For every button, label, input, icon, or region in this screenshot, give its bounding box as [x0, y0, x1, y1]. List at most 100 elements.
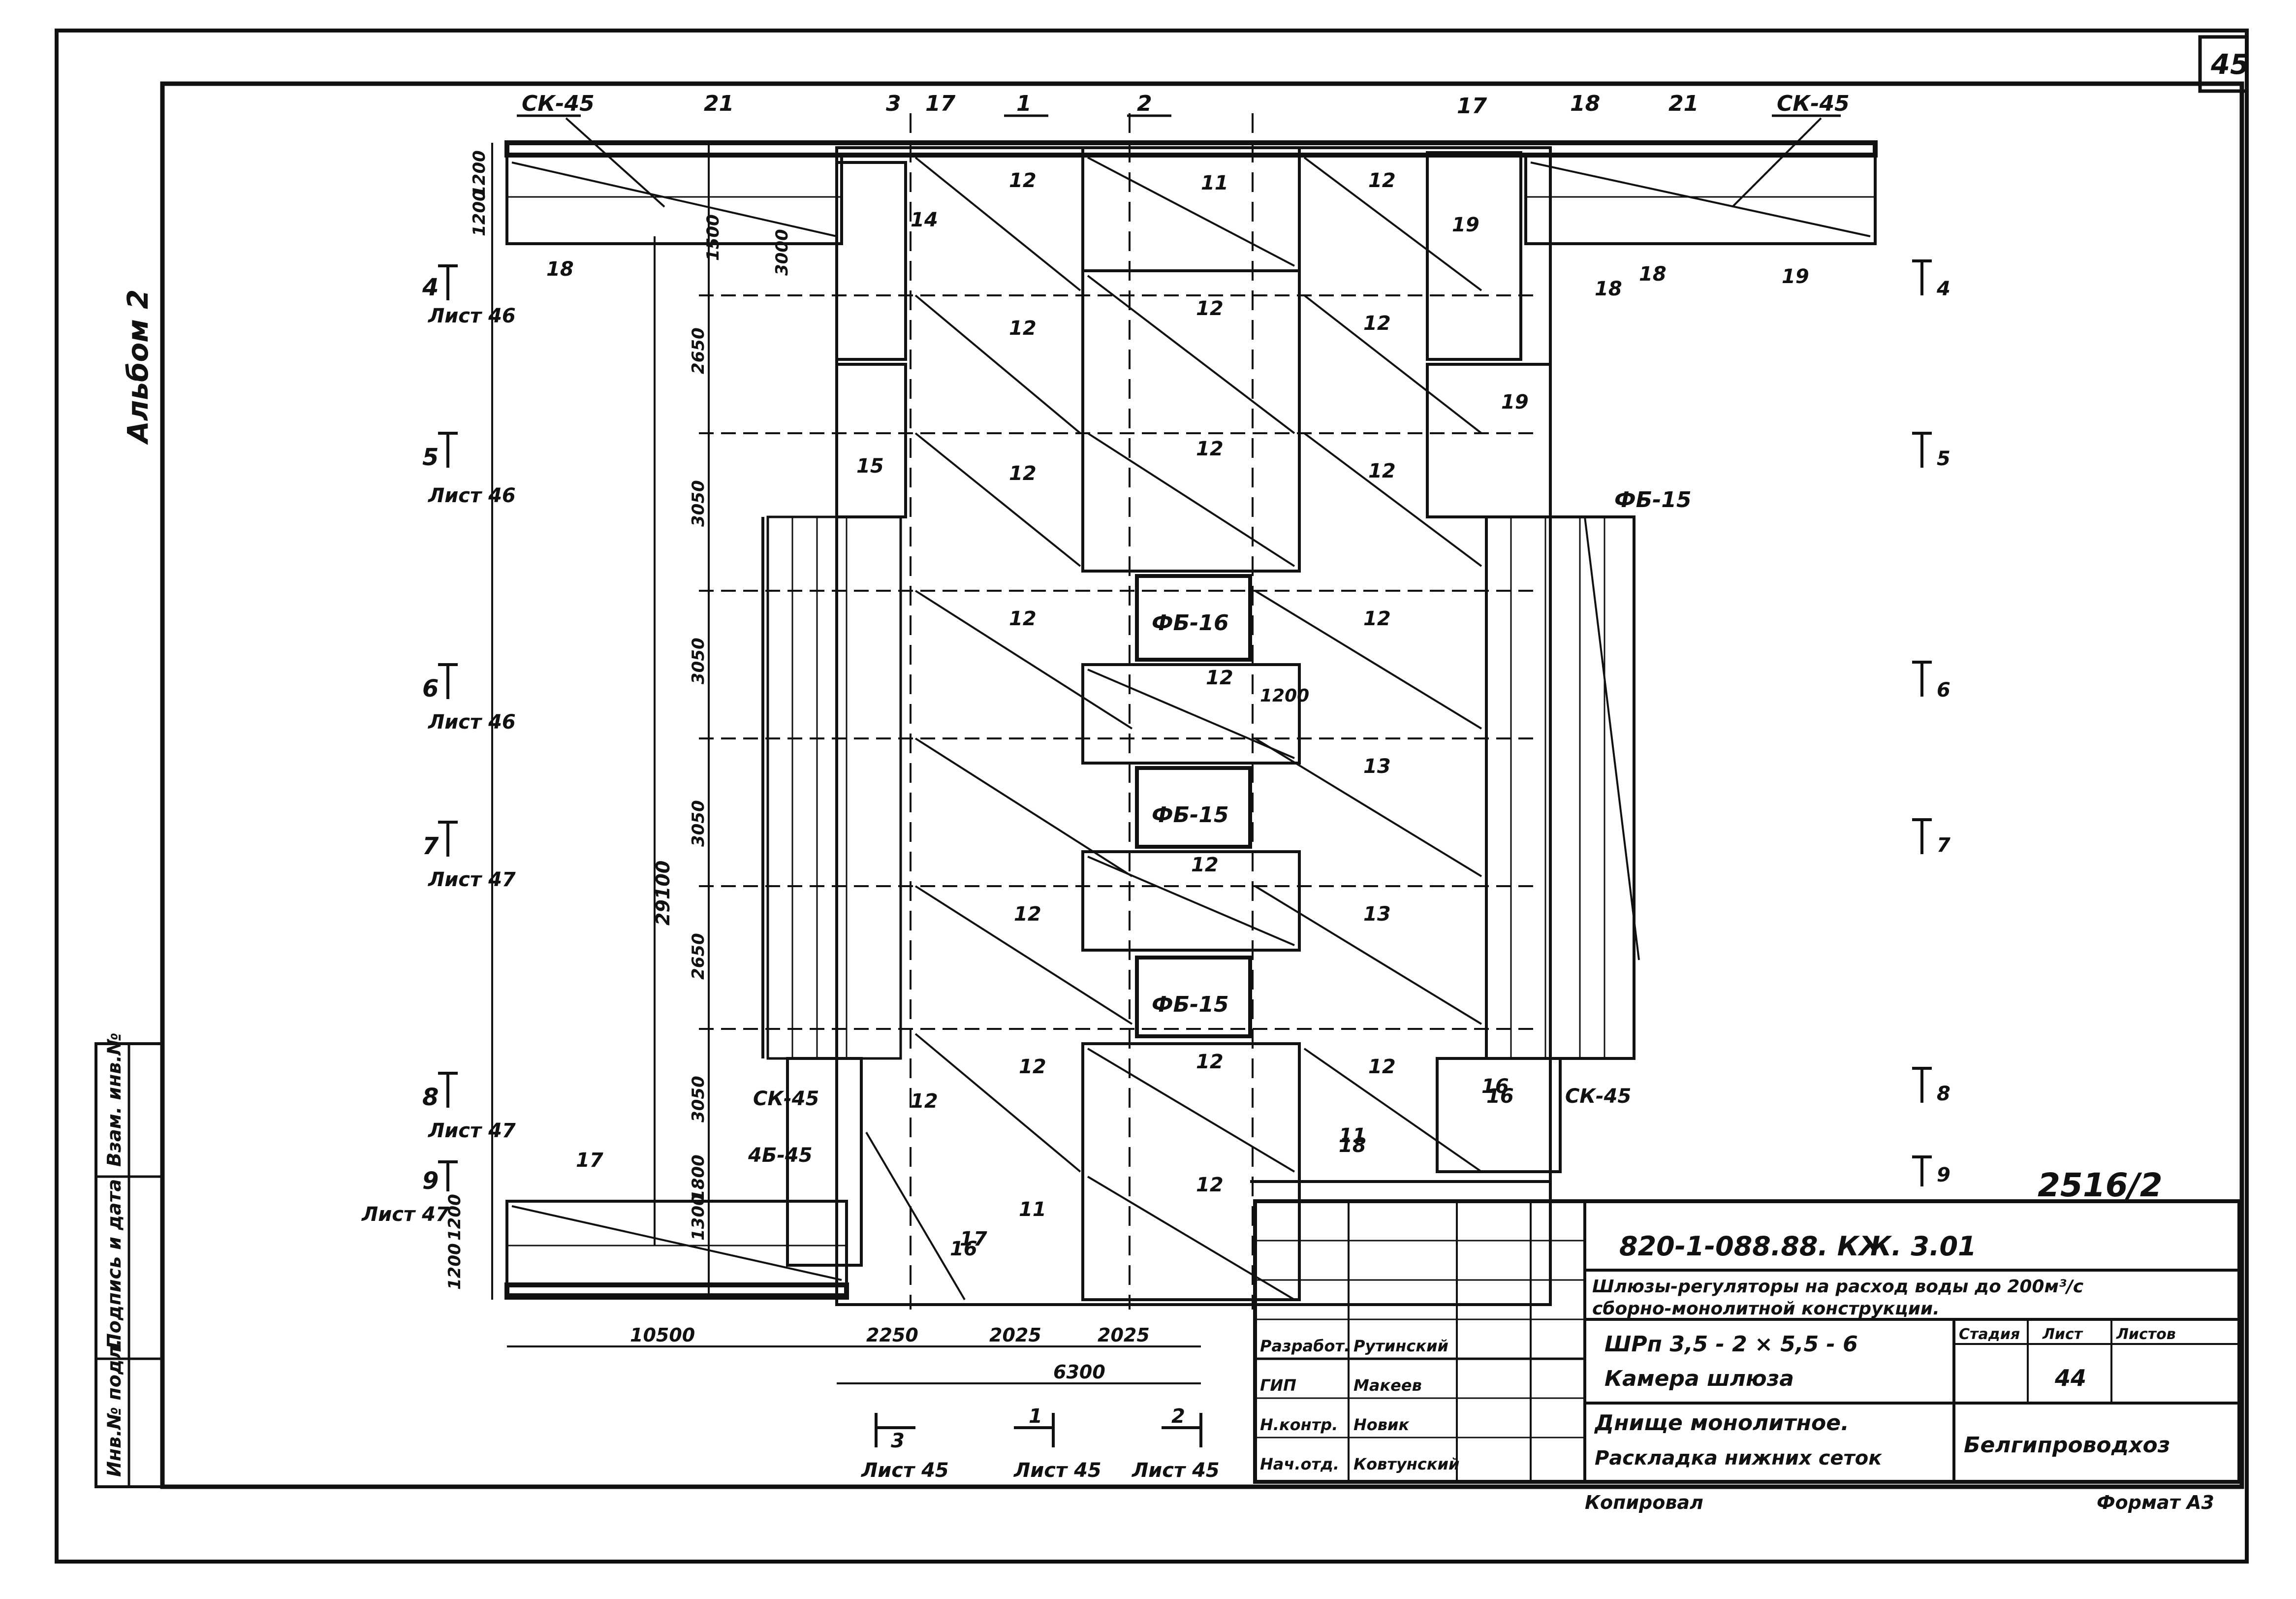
block-label: ФБ-15: [1152, 802, 1229, 828]
svg-text:4: 4: [422, 274, 439, 301]
svg-text:21: 21: [1668, 91, 1698, 116]
central-meshes: ФБ-16 ФБ-15 ФБ-15: [1081, 146, 1301, 1301]
svg-text:Лист 47: Лист 47: [361, 1203, 449, 1226]
svg-text:Инв.№ подл.: Инв.№ подл.: [103, 1339, 125, 1477]
mesh-labels: 12 11 12 14 12 12 12 12 15 12 12 12 12 1…: [546, 169, 1809, 1260]
svg-text:2650: 2650: [689, 327, 708, 374]
svg-text:Лист 45: Лист 45: [1132, 1459, 1220, 1482]
svg-text:16: 16: [1481, 1075, 1509, 1098]
svg-text:3050: 3050: [689, 480, 708, 527]
svg-text:18: 18: [1570, 91, 1600, 116]
svg-text:21: 21: [704, 91, 734, 116]
svg-text:18: 18: [1339, 1134, 1366, 1157]
svg-text:12: 12: [1009, 317, 1037, 340]
structure-name: Камера шлюза: [1604, 1366, 1794, 1391]
svg-text:11: 11: [1339, 1124, 1366, 1147]
side-label-1200: 1200: [1260, 686, 1309, 706]
svg-text:Взам. инв.№: Взам. инв.№: [103, 1033, 125, 1167]
svg-text:7: 7: [422, 832, 439, 860]
svg-text:12: 12: [1196, 1051, 1224, 1073]
svg-text:12: 12: [1368, 1055, 1396, 1078]
svg-text:10500: 10500: [630, 1324, 695, 1346]
block-label: ФБ-16: [1152, 610, 1229, 636]
svg-text:Рутинский: Рутинский: [1353, 1337, 1448, 1355]
svg-text:Лист 45: Лист 45: [861, 1459, 949, 1482]
svg-text:ГИП: ГИП: [1260, 1376, 1296, 1395]
svg-text:4: 4: [1936, 278, 1950, 300]
copied-label: Копировал: [1585, 1492, 1703, 1513]
svg-text:Лист 46: Лист 46: [428, 305, 516, 327]
svg-text:14: 14: [911, 209, 938, 231]
svg-text:29100: 29100: [652, 861, 674, 926]
svg-text:6: 6: [1937, 679, 1950, 702]
svg-text:11: 11: [1201, 172, 1228, 194]
side-stamp: Инв.№ подл. Подпись и дата Взам. инв.№: [94, 1033, 164, 1488]
svg-text:7: 7: [1937, 834, 1950, 857]
left-wall-meshes: [766, 161, 907, 1267]
svg-text:9: 9: [422, 1167, 439, 1195]
title-block: 820-1-088.88. КЖ. 3.01 Шлюзы-регуляторы …: [1253, 1199, 2241, 1484]
svg-text:2250: 2250: [866, 1324, 918, 1346]
top-wing-walls: [504, 117, 1878, 245]
inner-frame: [160, 81, 2244, 1489]
svg-text:Ковтунский: Ковтунский: [1353, 1455, 1459, 1473]
svg-text:2: 2: [1137, 91, 1152, 116]
svg-text:17: 17: [960, 1228, 987, 1250]
svg-text:12: 12: [1206, 667, 1233, 689]
format-label: Формат А3: [2097, 1492, 2214, 1513]
sheet-header: Лист: [2042, 1326, 2083, 1343]
svg-text:6300: 6300: [1053, 1361, 1105, 1383]
svg-text:1300: 1300: [689, 1194, 708, 1241]
svg-text:12: 12: [1196, 297, 1224, 320]
bottom-wing-walls: [504, 1172, 1552, 1300]
svg-text:12: 12: [1196, 1174, 1224, 1196]
svg-text:Лист 46: Лист 46: [428, 484, 516, 507]
svg-text:8: 8: [1937, 1083, 1950, 1105]
svg-text:СК-45: СК-45: [1565, 1085, 1631, 1108]
svg-text:17: 17: [1457, 94, 1487, 119]
svg-text:17: 17: [576, 1149, 603, 1172]
right-section-marks: 4 5 6 7 8 9: [1912, 259, 1950, 1186]
svg-text:18: 18: [546, 258, 574, 281]
svg-text:16: 16: [950, 1238, 977, 1260]
svg-text:1200: 1200: [470, 190, 489, 236]
svg-text:Нач.отд.: Нач.отд.: [1260, 1455, 1339, 1473]
svg-text:2025: 2025: [1098, 1324, 1150, 1346]
right-wall-meshes: [1426, 151, 1636, 1173]
outer-border: [55, 29, 2249, 1564]
svg-text:1200: 1200: [445, 1194, 465, 1241]
svg-text:5: 5: [1937, 448, 1950, 470]
svg-text:Н.контр.: Н.контр.: [1260, 1415, 1338, 1434]
svg-text:4Б-45: 4Б-45: [748, 1144, 813, 1167]
svg-text:18: 18: [1639, 263, 1667, 286]
svg-text:2: 2: [1171, 1405, 1185, 1428]
svg-text:12: 12: [1363, 608, 1391, 630]
svg-text:12: 12: [1191, 854, 1219, 876]
svg-text:1: 1: [1029, 1405, 1042, 1428]
svg-text:5: 5: [422, 444, 439, 471]
svg-text:3050: 3050: [689, 1076, 708, 1122]
svg-text:13: 13: [1363, 755, 1391, 778]
svg-text:3: 3: [886, 91, 901, 116]
project-title-1: Шлюзы-регуляторы на расход воды до 200м³…: [1592, 1277, 2083, 1297]
svg-text:12: 12: [1363, 312, 1391, 335]
svg-text:3: 3: [891, 1430, 905, 1452]
svg-text:11: 11: [1019, 1198, 1046, 1221]
stage-header: Стадия: [1959, 1326, 2020, 1343]
svg-text:1500: 1500: [703, 214, 723, 261]
album-label: Альбом 2: [121, 289, 155, 445]
structure-code: ШРп 3,5 - 2 × 5,5 - 6: [1604, 1332, 1858, 1357]
svg-text:12: 12: [1196, 438, 1224, 460]
page-number-box: [2198, 35, 2249, 93]
mesh-diagonals: [865, 157, 1640, 1301]
svg-text:3000: 3000: [772, 229, 792, 276]
svg-text:Лист 47: Лист 47: [428, 868, 516, 891]
svg-text:2650: 2650: [689, 933, 708, 980]
svg-text:12: 12: [1009, 608, 1037, 630]
svg-text:СК-45: СК-45: [522, 91, 595, 116]
svg-text:1200: 1200: [470, 150, 489, 197]
svg-text:19: 19: [1501, 391, 1529, 414]
drawing-title-1: Днище монолитное.: [1594, 1410, 1849, 1436]
svg-text:Лист 45: Лист 45: [1013, 1459, 1101, 1482]
svg-text:3050: 3050: [689, 800, 708, 847]
